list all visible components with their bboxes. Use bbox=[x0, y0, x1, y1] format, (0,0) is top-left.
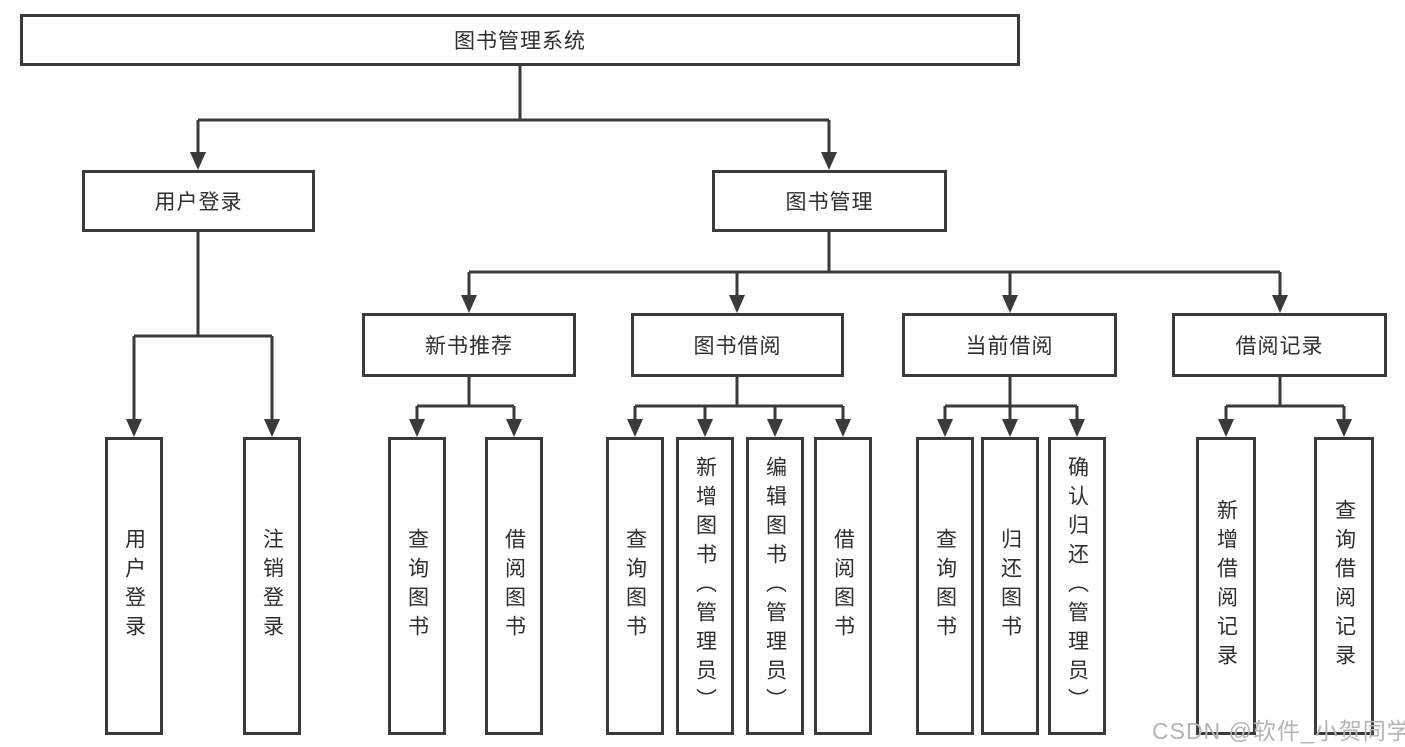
leaf-logout-label: 注销登录 bbox=[260, 528, 284, 644]
connector-new-book bbox=[415, 377, 516, 419]
node-current-borrow-label: 当前借阅 bbox=[965, 335, 1054, 358]
leaf-query-books-borrow-label: 查询图书 bbox=[623, 528, 647, 644]
leaf-edit-books-admin: 编辑图书（管理员） bbox=[746, 437, 804, 735]
leaf-return-books-label: 归还图书 bbox=[998, 528, 1022, 644]
leaf-borrow-books: 借阅图书 bbox=[814, 437, 872, 735]
node-borrow-records-label: 借阅记录 bbox=[1235, 335, 1324, 358]
leaf-query-books-recommend-label: 查询图书 bbox=[405, 528, 429, 644]
leaf-edit-books-admin-label: 编辑图书（管理员） bbox=[763, 455, 787, 717]
leaf-user-login-label: 用户登录 bbox=[122, 528, 146, 644]
leaf-query-books-current: 查询图书 bbox=[916, 437, 974, 735]
leaf-user-login: 用户登录 bbox=[105, 437, 163, 735]
watermark: CSDN @软件_小贺同学 bbox=[1152, 718, 1405, 744]
node-current-borrow: 当前借阅 bbox=[902, 313, 1117, 377]
leaf-query-books-borrow: 查询图书 bbox=[606, 437, 664, 735]
leaf-add-books-admin-label: 新增图书（管理员） bbox=[693, 455, 717, 717]
node-root-label: 图书管理系统 bbox=[454, 30, 586, 53]
leaf-query-books-recommend: 查询图书 bbox=[388, 437, 446, 735]
leaf-borrow-books-label: 借阅图书 bbox=[831, 528, 855, 644]
leaf-return-books: 归还图书 bbox=[981, 437, 1039, 735]
connector-book-management bbox=[467, 232, 1282, 295]
node-book-borrow-label: 图书借阅 bbox=[693, 335, 782, 358]
node-borrow-records: 借阅记录 bbox=[1172, 313, 1387, 377]
node-book-management: 图书管理 bbox=[712, 170, 947, 232]
connector-book-borrow bbox=[633, 377, 845, 419]
leaf-add-borrow-record: 新增借阅记录 bbox=[1196, 437, 1256, 735]
leaf-logout: 注销登录 bbox=[243, 437, 301, 735]
leaf-query-borrow-record-label: 查询借阅记录 bbox=[1332, 499, 1356, 673]
node-user-login-label: 用户登录 bbox=[154, 191, 243, 214]
leaf-borrow-books-recommend-label: 借阅图书 bbox=[502, 528, 526, 644]
node-new-book-recommend: 新书推荐 bbox=[362, 313, 576, 377]
leaf-add-borrow-record-label: 新增借阅记录 bbox=[1214, 499, 1238, 673]
node-new-book-recommend-label: 新书推荐 bbox=[425, 335, 513, 358]
leaf-query-books-current-label: 查询图书 bbox=[933, 528, 957, 644]
leaf-confirm-return-admin-label: 确认归还（管理员） bbox=[1065, 455, 1089, 717]
leaf-query-borrow-record: 查询借阅记录 bbox=[1314, 437, 1374, 735]
leaf-borrow-books-recommend: 借阅图书 bbox=[485, 437, 543, 735]
node-root: 图书管理系统 bbox=[20, 14, 1020, 66]
connector-current-borrow bbox=[943, 377, 1079, 419]
connector-borrow-records bbox=[1224, 377, 1346, 419]
node-user-login: 用户登录 bbox=[82, 170, 315, 232]
leaf-confirm-return-admin: 确认归还（管理员） bbox=[1048, 437, 1106, 735]
leaf-add-books-admin: 新增图书（管理员） bbox=[676, 437, 734, 735]
node-book-management-label: 图书管理 bbox=[785, 191, 874, 214]
node-book-borrow: 图书借阅 bbox=[631, 313, 844, 377]
connector-user-login bbox=[132, 232, 274, 419]
